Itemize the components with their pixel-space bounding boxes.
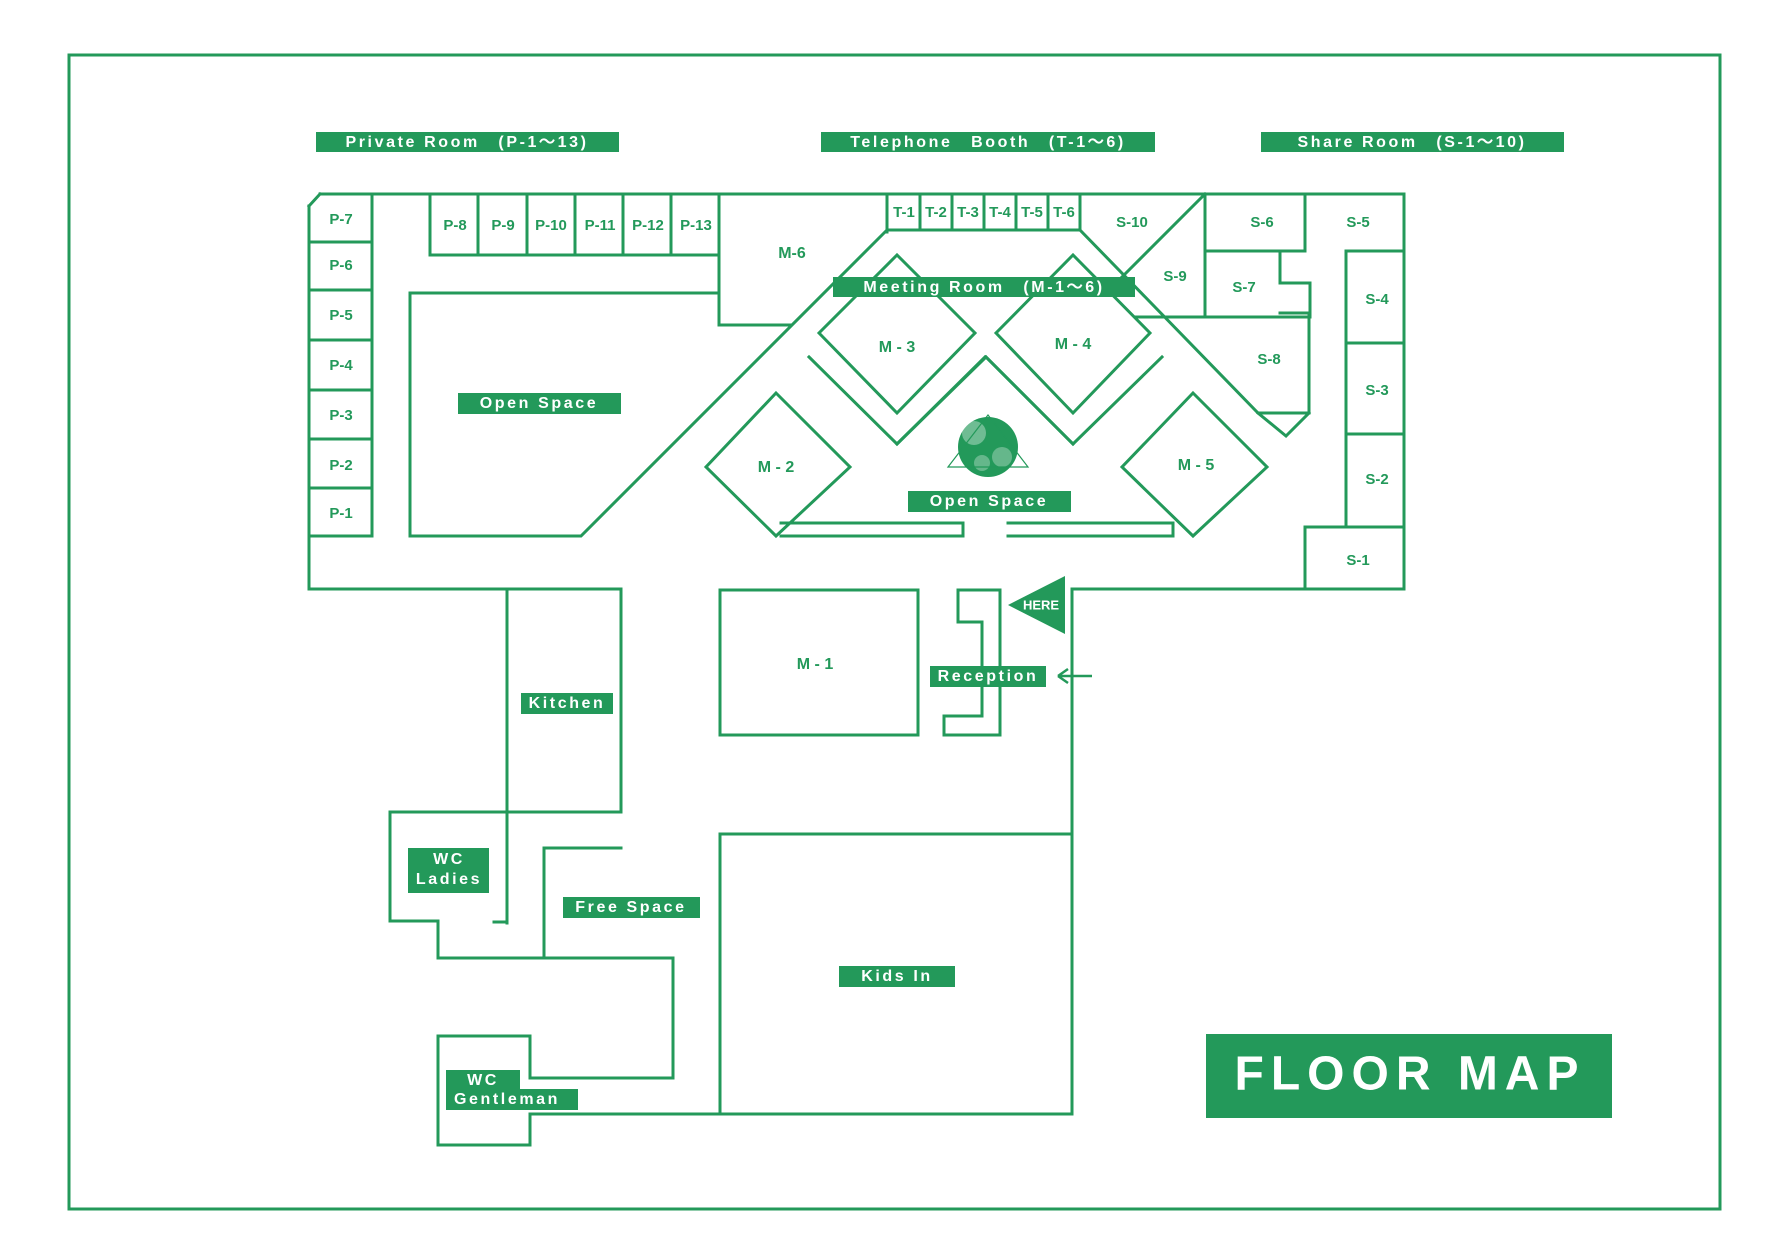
room-t6: T-6 — [1053, 204, 1075, 221]
map-frame — [67, 53, 1722, 1211]
room-p6: P-6 — [329, 257, 352, 274]
room-t1: T-1 — [893, 204, 915, 221]
room-t2: T-2 — [925, 204, 947, 221]
private-room-labels: P-1 P-2 P-3 P-4 P-5 P-6 P-7 P-8 P-9 P-10… — [329, 211, 712, 522]
legend-share-room-label: Share Room (S-1～10) — [1298, 134, 1527, 151]
room-m3: M - 3 — [879, 339, 916, 356]
svg-text:Reception: Reception — [938, 668, 1039, 685]
svg-text:Ladies: Ladies — [416, 871, 482, 888]
svg-text:Kids In: Kids In — [861, 968, 933, 985]
room-p10: P-10 — [535, 217, 567, 234]
room-m1: M - 1 — [797, 656, 834, 673]
room-p5: P-5 — [329, 307, 352, 324]
page-title: FLOOR MAP — [1235, 1048, 1586, 1101]
legend-private-room-label: Private Room (P-1～13) — [345, 134, 588, 151]
room-p3: P-3 — [329, 407, 352, 424]
room-p11: P-11 — [585, 217, 616, 234]
room-s1: S-1 — [1346, 552, 1369, 569]
share-room-labels: S-1 S-2 S-3 S-4 S-5 S-6 S-7 S-8 S-9 S-10 — [1116, 214, 1389, 569]
room-s5: S-5 — [1346, 214, 1369, 231]
floor-walls — [306, 191, 1406, 1147]
meeting-room-banner: Meeting Room (M-1～6) — [833, 277, 1135, 297]
room-p12: P-12 — [632, 217, 664, 234]
meeting-room-label: Meeting Room (M-1～6) — [863, 279, 1104, 296]
room-s7: S-7 — [1232, 279, 1255, 296]
room-t3: T-3 — [957, 204, 979, 221]
meeting-room-labels: M - 1 M - 2 M - 3 M - 4 M - 5 M-6 — [758, 245, 1215, 673]
room-m2: M - 2 — [758, 459, 795, 476]
room-m4: M - 4 — [1055, 336, 1092, 353]
legend-share-room: Share Room (S-1～10) — [1261, 132, 1564, 152]
svg-text:Kitchen: Kitchen — [529, 695, 606, 712]
room-p4: P-4 — [329, 357, 353, 374]
arrow-left-icon — [1057, 667, 1092, 685]
label-reception: Reception — [930, 666, 1046, 687]
room-p13: P-13 — [680, 217, 712, 234]
room-s3: S-3 — [1365, 382, 1388, 399]
room-m2-shape — [703, 390, 853, 539]
room-t5: T-5 — [1021, 204, 1043, 221]
room-m6: M-6 — [778, 245, 806, 262]
here-label: HERE — [1023, 597, 1059, 612]
legend-telephone-booth: Telephone Booth (T-1～6) — [821, 132, 1155, 152]
room-m5-shape — [1119, 390, 1270, 539]
room-p2: P-2 — [329, 457, 352, 474]
svg-text:Open Space: Open Space — [930, 493, 1048, 510]
room-p1: P-1 — [329, 505, 352, 522]
svg-text:Gentleman: Gentleman — [454, 1091, 560, 1108]
label-kitchen: Kitchen — [521, 693, 613, 714]
svg-text:WC: WC — [467, 1072, 499, 1089]
label-open-space-left: Open Space — [458, 393, 621, 414]
svg-text:Free Space: Free Space — [575, 899, 686, 916]
room-s2: S-2 — [1365, 471, 1388, 488]
label-free-space: Free Space — [563, 897, 700, 918]
room-p8: P-8 — [443, 217, 466, 234]
legend-telephone-booth-label: Telephone Booth (T-1～6) — [850, 134, 1126, 151]
room-s9: S-9 — [1163, 268, 1186, 285]
room-s10: S-10 — [1116, 214, 1148, 231]
telephone-booth-labels: T-1 T-2 T-3 T-4 T-5 T-6 — [893, 204, 1075, 221]
room-s4: S-4 — [1365, 291, 1389, 308]
svg-text:WC: WC — [433, 851, 465, 868]
room-m5: M - 5 — [1178, 457, 1215, 474]
room-s8: S-8 — [1257, 351, 1280, 368]
label-wc-gentleman: WC Gentleman — [446, 1070, 578, 1110]
label-wc-ladies: WC Ladies — [408, 848, 489, 893]
tree-icon — [946, 414, 1030, 477]
legend-private-room: Private Room (P-1～13) — [316, 132, 619, 152]
svg-text:Open Space: Open Space — [480, 395, 598, 412]
room-t4: T-4 — [989, 204, 1011, 221]
floor-map-title: FLOOR MAP — [1206, 1034, 1612, 1118]
room-p7: P-7 — [329, 211, 352, 228]
label-kids-in: Kids In — [839, 966, 955, 987]
label-open-space-center: Open Space — [908, 491, 1071, 512]
room-s6: S-6 — [1250, 214, 1273, 231]
here-marker-icon: HERE — [1008, 576, 1065, 634]
room-p9: P-9 — [491, 217, 514, 234]
